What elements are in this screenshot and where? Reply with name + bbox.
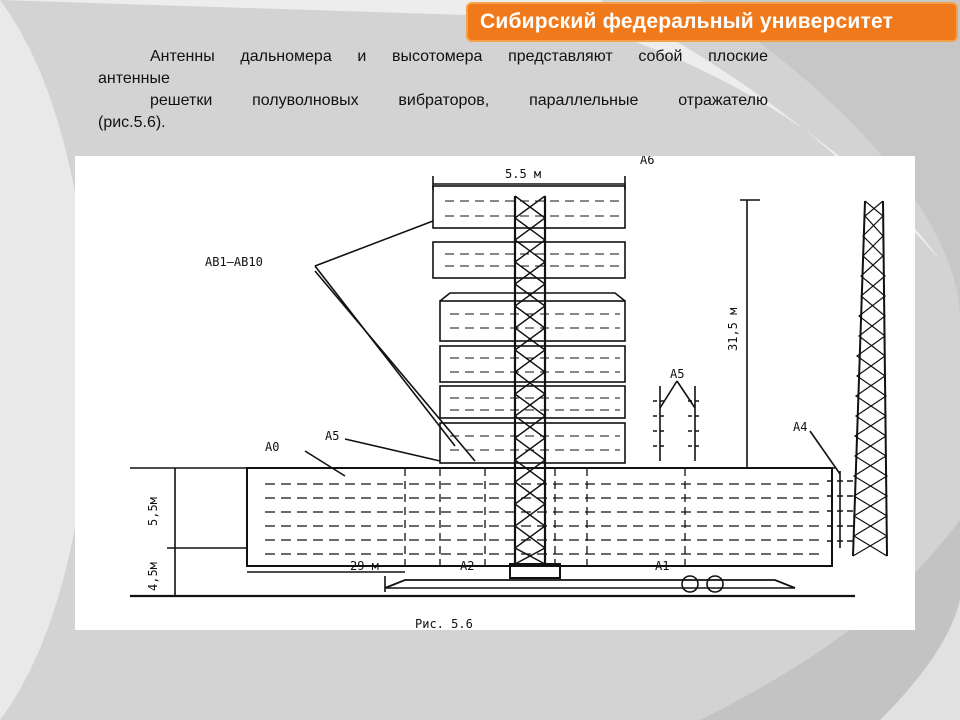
antenna-figure: 5.5 м А6 АВ1—АВ10 31,5 м А5 А0 А5 А4 5,5… <box>75 156 915 630</box>
label-left-height: 5,5м <box>146 497 160 526</box>
label-a6: А6 <box>640 156 654 167</box>
label-a5-right: А5 <box>670 367 684 381</box>
text-line-3: решетки полуволновых вибраторов, паралле… <box>150 92 768 109</box>
label-ab-range: АВ1—АВ10 <box>205 255 263 269</box>
slide-text: Антенны дальномера и высотомера представ… <box>98 46 768 134</box>
label-top-width: 5.5 м <box>505 167 541 181</box>
label-a5-left: А5 <box>325 429 339 443</box>
text-line-2: антенные <box>98 70 170 87</box>
figure-caption: Рис. 5.6 <box>415 617 473 630</box>
label-a0: А0 <box>265 440 279 454</box>
label-width-29: 29 м <box>350 559 379 573</box>
label-height-total: 31,5 м <box>726 308 740 351</box>
text-line-4: (рис.5.6). <box>98 114 166 131</box>
university-title: Сибирский федеральный университет <box>480 10 894 33</box>
header-banner: Сибирский федеральный университет <box>466 2 958 42</box>
label-bottom-height: 4,5м <box>146 562 160 591</box>
antenna-drawing: 5.5 м А6 АВ1—АВ10 31,5 м А5 А0 А5 А4 5,5… <box>130 156 889 630</box>
label-a1: А1 <box>655 559 669 573</box>
label-a2: А2 <box>460 559 474 573</box>
text-line-1: Антенны дальномера и высотомера представ… <box>150 48 768 65</box>
label-a4: А4 <box>793 420 807 434</box>
